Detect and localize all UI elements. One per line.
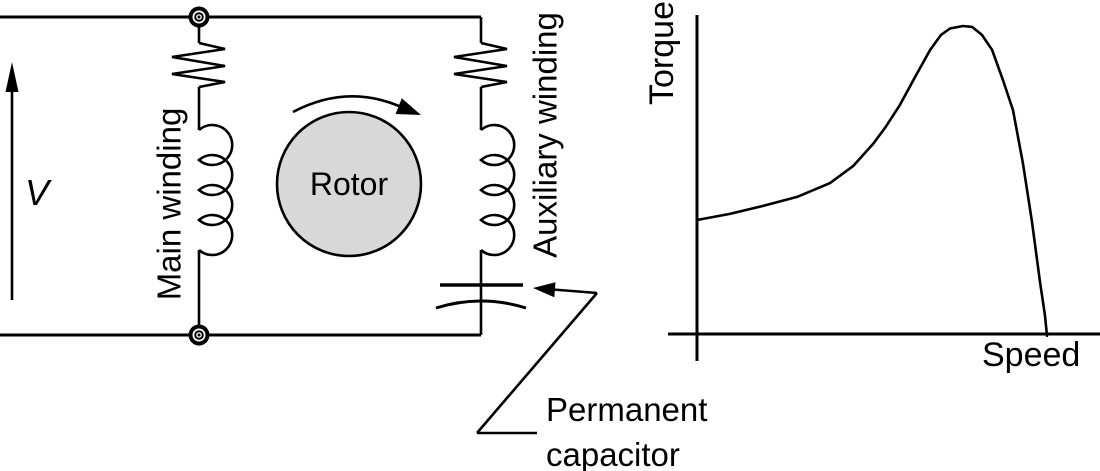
torque-speed-curve (695, 24, 1049, 338)
capacitor-curved-plate (435, 299, 527, 310)
aux-winding-inductor (479, 123, 516, 257)
bottom-terminal-node (188, 324, 210, 346)
voltage-arrow-icon (5, 62, 19, 300)
permanent-capacitor-label-line1: Permanent (546, 391, 708, 428)
voltage-label: V (25, 172, 50, 213)
main-winding-branch (171, 17, 234, 335)
main-winding-label: Main winding (150, 107, 188, 301)
torque-axis-label: Torque (643, 1, 681, 105)
auxiliary-winding-label: Auxiliary winding (526, 12, 564, 258)
top-terminal-node (188, 6, 210, 28)
permanent-capacitor-label-line2: capacitor (546, 436, 680, 471)
rotation-arrow-icon (292, 95, 421, 115)
auxiliary-winding-branch (435, 17, 527, 335)
speed-axis-label: Speed (982, 336, 1081, 374)
main-winding-resistor (171, 41, 226, 89)
rotor-circle (275, 110, 423, 258)
aux-winding-resistor (453, 41, 508, 89)
capacitor-symbol (435, 283, 527, 310)
rotor-label: Rotor (309, 166, 389, 202)
capacitor-callout-arrow (476, 282, 598, 435)
torque-speed-graph (668, 15, 1100, 361)
main-winding-inductor (197, 123, 234, 257)
